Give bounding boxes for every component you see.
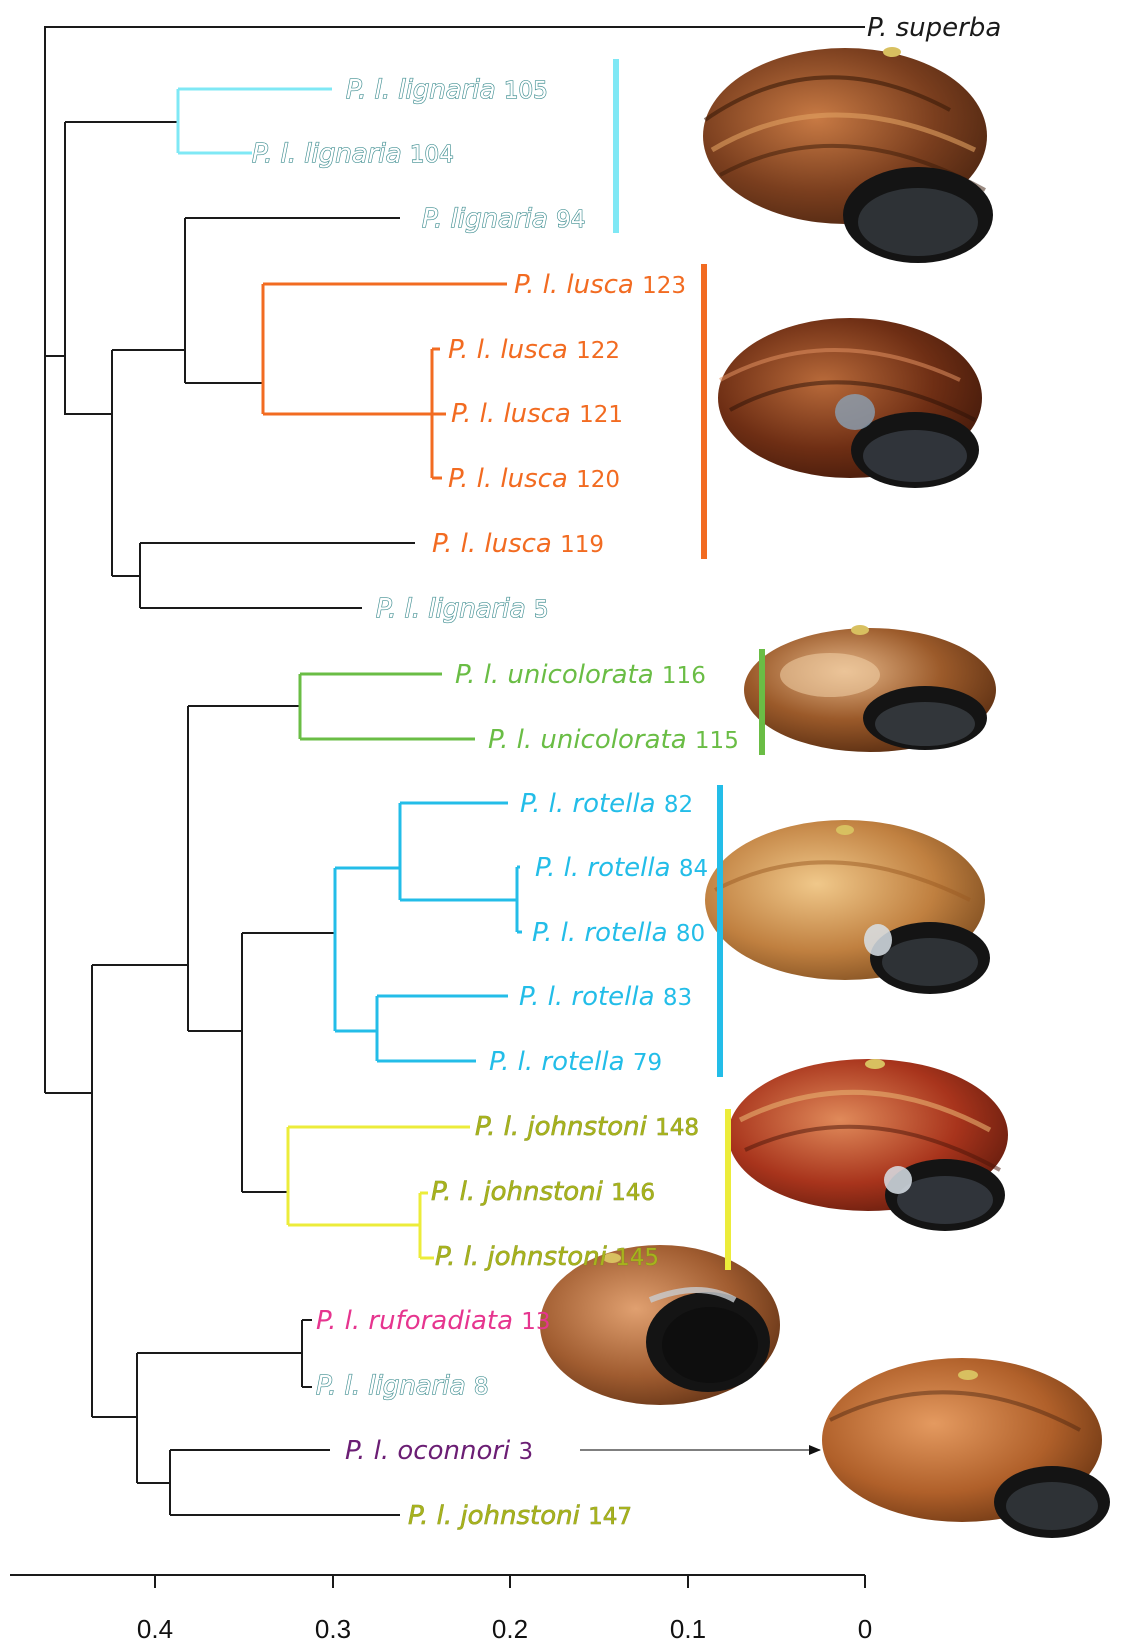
shell-image-rotella	[705, 820, 990, 994]
branch-lignaria94-lusca	[112, 218, 400, 576]
tip-lignaria-104: P. l. lignaria 104	[252, 139, 454, 169]
branch-bottom-clade	[92, 1320, 400, 1515]
tip-rotella-83: P. l. rotella 83	[519, 982, 692, 1012]
tip-superba: P. superba	[867, 13, 1001, 43]
branch-rotella-clade	[335, 803, 522, 1061]
tip-ruforadiata-13: P. l. ruforadiata 13	[316, 1306, 551, 1336]
branch-root-upper	[45, 122, 65, 356]
distance-axis: 0.4 0.3 0.2 0.1 0	[10, 1575, 872, 1642]
axis-tick-label: 0.3	[315, 1614, 351, 1642]
tip-lignaria-94: P. lignaria 94	[422, 204, 585, 234]
branch-unicolorata-clade	[300, 674, 475, 739]
tip-rotella-84: P. l. rotella 84	[535, 853, 708, 883]
tip-lignaria-5: P. l. lignaria 5	[376, 594, 549, 624]
shell-image-lignaria	[703, 47, 993, 263]
tip-unicolorata-115: P. l. unicolorata 115	[488, 725, 739, 755]
tip-lusca-119: P. l. lusca 119	[432, 529, 604, 559]
tip-johnstoni-148: P. l. johnstoni 148	[475, 1112, 699, 1142]
tip-lusca-121: P. l. lusca 121	[451, 399, 623, 429]
branch-upper-clade	[65, 122, 178, 414]
branch-lower-clade	[92, 706, 300, 1417]
axis-tick-label: 0.1	[670, 1614, 706, 1642]
shell-image-unicolorata	[744, 625, 996, 752]
shell-image-lusca	[718, 318, 982, 488]
branch-root-lower	[45, 965, 92, 1093]
tip-johnstoni-145: P. l. johnstoni 145	[435, 1242, 659, 1272]
tip-lusca-120: P. l. lusca 120	[448, 464, 620, 494]
axis-tick-label: 0.4	[137, 1614, 173, 1642]
shell-image-johnstoni	[728, 1059, 1008, 1231]
tip-johnstoni-147: P. l. johnstoni 147	[408, 1501, 632, 1531]
tip-unicolorata-116: P. l. unicolorata 116	[455, 660, 706, 690]
tip-lusca-123: P. l. lusca 123	[514, 270, 686, 300]
tip-lignaria-105: P. l. lignaria 105	[346, 75, 548, 105]
branch-lusca119-lignaria5	[112, 543, 415, 608]
branch-lusca-clade	[263, 284, 507, 478]
tip-rotella-82: P. l. rotella 82	[520, 789, 693, 819]
axis-tick-label: 0	[858, 1614, 872, 1642]
tip-lusca-122: P. l. lusca 122	[448, 335, 620, 365]
tip-rotella-80: P. l. rotella 80	[532, 918, 705, 948]
tip-johnstoni-146: P. l. johnstoni 146	[431, 1177, 655, 1207]
tip-lignaria-8: P. l. lignaria 8	[316, 1371, 489, 1401]
axis-tick-label: 0.2	[492, 1614, 528, 1642]
shell-image-oconnori	[822, 1358, 1110, 1538]
tip-rotella-79: P. l. rotella 79	[489, 1047, 662, 1077]
tip-oconnori-3: P. l. oconnori 3	[345, 1436, 533, 1466]
